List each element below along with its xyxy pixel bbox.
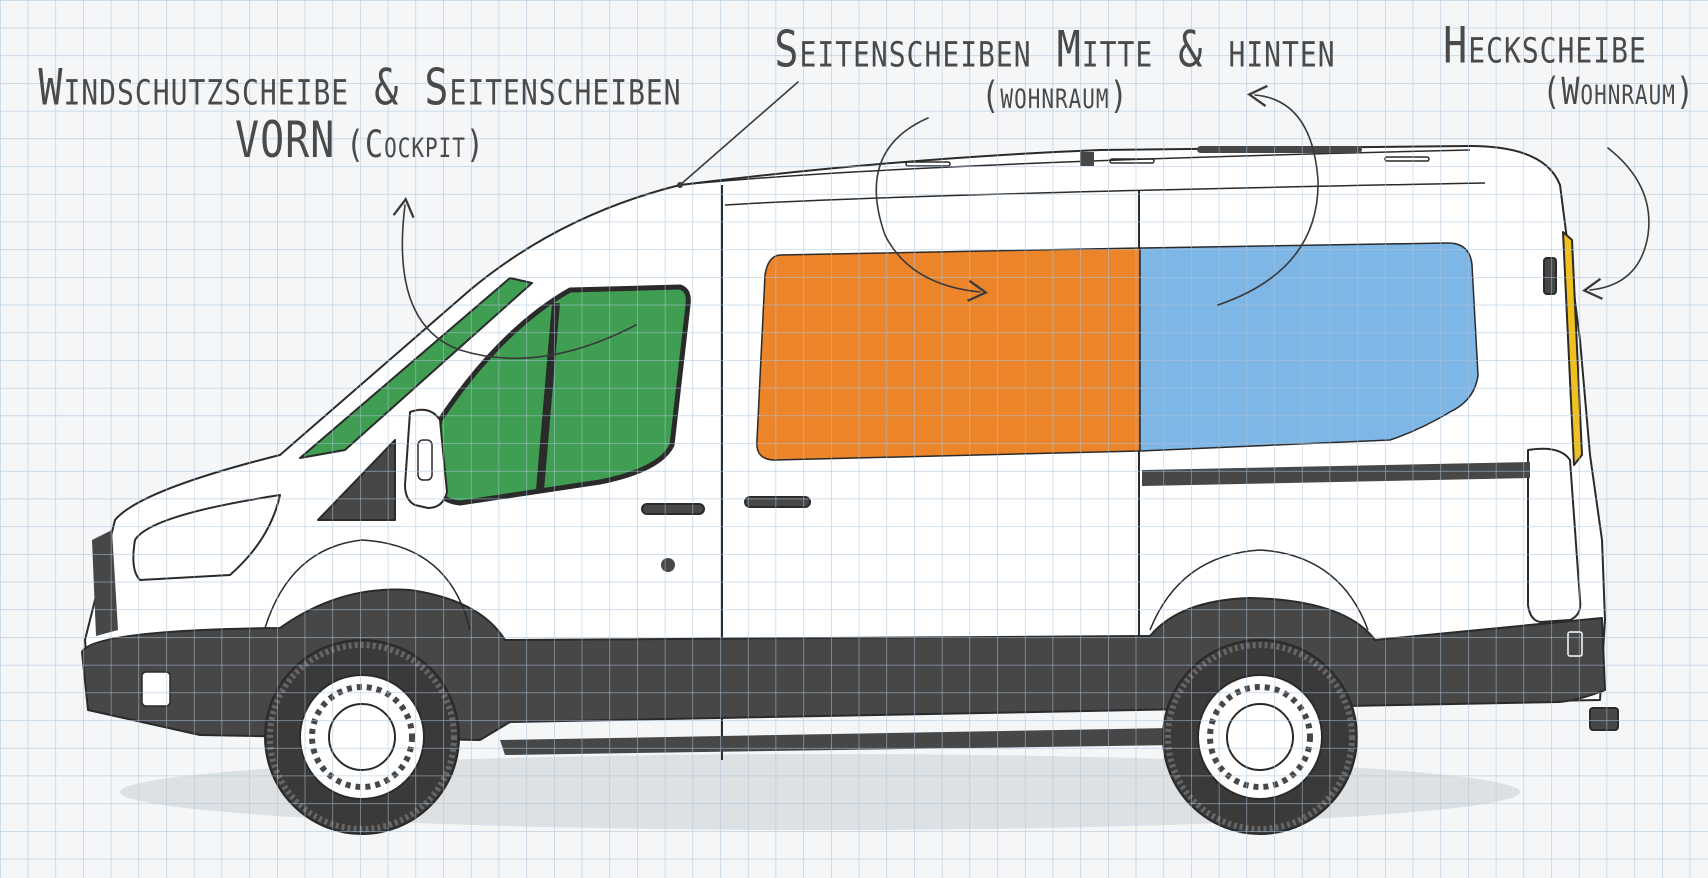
label-rear-line2: (Wohnraum) bbox=[1542, 70, 1695, 114]
label-cockpit-windows: Windschutzscheibe & Seitenscheiben VORN … bbox=[20, 62, 700, 167]
arrow-curved-icon bbox=[392, 197, 637, 360]
arrow-curved-icon bbox=[1217, 84, 1319, 306]
label-middle-rear-line1: Seitenscheiben Mitte & hinten bbox=[774, 21, 1336, 79]
label-cockpit-line2: VORN bbox=[234, 112, 336, 170]
label-rear-window: Heckscheibe (Wohnraum) bbox=[1395, 20, 1695, 112]
label-middle-rear-windows: Seitenscheiben Mitte & hinten (wohnraum) bbox=[755, 24, 1355, 116]
label-cockpit-line1: Windschutzscheibe & Seitenscheiben bbox=[38, 59, 682, 117]
arrow-curved-icon bbox=[1581, 147, 1650, 300]
windshield-pointer-line bbox=[679, 81, 799, 186]
label-middle-rear-line2: (wohnraum) bbox=[981, 74, 1129, 118]
arrow-curved-icon bbox=[875, 117, 989, 302]
label-cockpit-line2-sub: (Cockpit) bbox=[345, 123, 485, 167]
label-rear-line1: Heckscheibe bbox=[1443, 17, 1647, 75]
